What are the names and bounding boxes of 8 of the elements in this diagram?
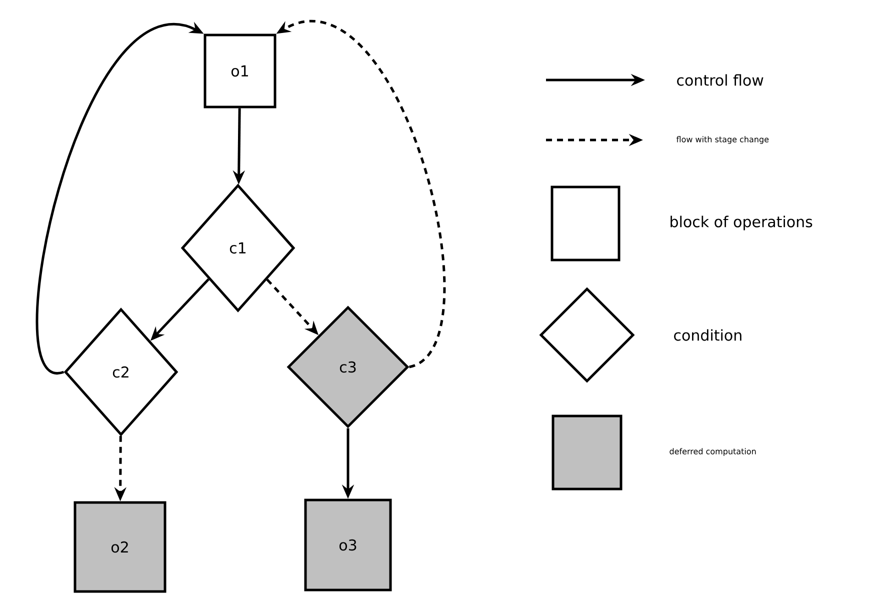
operation-box: o3 (304, 498, 392, 592)
legend-label: block of operations (670, 216, 812, 230)
operation-box: o1 (204, 34, 276, 108)
legend-label: deferred computation (670, 448, 756, 456)
legend-label: condition (674, 329, 742, 341)
legend-label: control flow (677, 74, 764, 86)
operation-box: o2 (74, 501, 166, 593)
legend-label: flow with stage change (676, 136, 769, 144)
